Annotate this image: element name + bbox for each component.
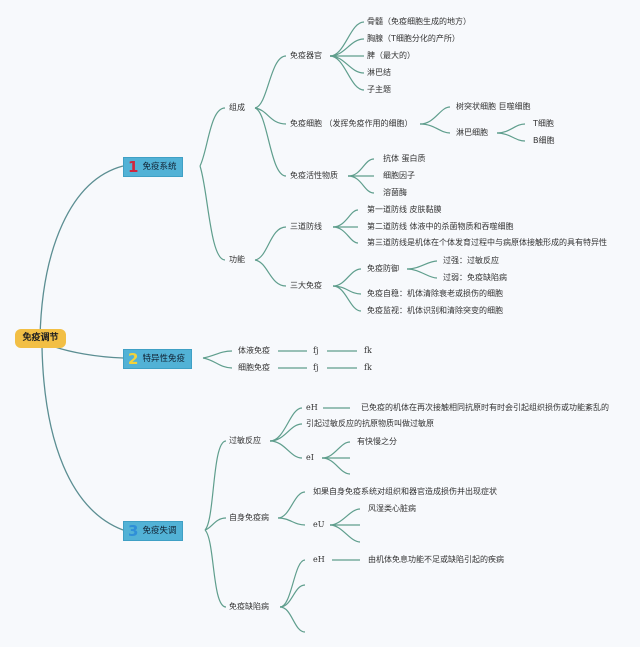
node-immune-surveillance[interactable]: 免疫监视：机体识别和清除突变的细胞: [367, 306, 503, 315]
link-b3-allergy: [204, 440, 227, 531]
node-immune-homeostasis[interactable]: 免疫自稳：机体清除衰老或损伤的细胞: [367, 289, 503, 298]
branch-number: 3: [128, 522, 139, 540]
node-organ-item[interactable]: 胸腺（T细胞分化的产所）: [367, 34, 460, 43]
link-root-b1: [39, 165, 124, 339]
node-placeholder[interactable]: eH: [306, 403, 318, 412]
link-root-b3: [41, 346, 124, 531]
node-humoral[interactable]: 体液免疫: [238, 346, 270, 355]
node-defense-item[interactable]: 过强：过敏反应: [443, 256, 499, 265]
node-placeholder[interactable]: fk: [364, 363, 372, 372]
node-t-cell[interactable]: T细胞: [533, 119, 554, 128]
link-comp-subst: [254, 107, 287, 177]
link-comp-cells: [254, 107, 287, 125]
node-three-immunity[interactable]: 三大免疫: [290, 281, 322, 290]
node-autoimmune[interactable]: 自身免疫病: [229, 513, 269, 522]
node-allergy-definition[interactable]: 已免疫的机体在再次接触相同抗原时有时会引起组织损伤或功能紊乱的: [361, 403, 609, 412]
node-placeholder[interactable]: fk: [364, 346, 372, 355]
node-defense-item[interactable]: 过弱：免疫缺陷病: [443, 273, 507, 282]
node-allergy-speed[interactable]: 有快慢之分: [357, 437, 397, 446]
node-rheumatic-heart[interactable]: 风湿类心脏病: [368, 504, 416, 513]
node-cellular[interactable]: 细胞免疫: [238, 363, 270, 372]
node-defense-lines[interactable]: 三道防线: [290, 222, 322, 231]
node-composition[interactable]: 组成: [229, 103, 245, 112]
link-root-b2: [54, 346, 124, 359]
branch-immune-system[interactable]: 1 免疫系统: [123, 157, 184, 177]
node-placeholder[interactable]: fj: [313, 346, 319, 355]
node-allergen[interactable]: 引起过敏反应的抗原物质叫做过敏原: [306, 419, 434, 428]
branch-number: 2: [128, 350, 139, 368]
branch-immune-disorder[interactable]: 3 免疫失调: [123, 521, 184, 541]
link-b2-cellular: [202, 357, 233, 369]
node-placeholder[interactable]: eU: [313, 520, 325, 529]
branch-number: 1: [128, 158, 139, 176]
branch-label: 免疫系统: [142, 162, 177, 172]
node-placeholder[interactable]: eH: [313, 555, 325, 564]
node-cell-item[interactable]: 树突状细胞 巨噬细胞: [456, 102, 531, 111]
node-placeholder[interactable]: eI: [306, 453, 314, 462]
node-immune-defense[interactable]: 免疫防御: [367, 264, 399, 273]
branch-specific-immunity[interactable]: 2 特异性免疫: [123, 349, 192, 369]
node-cells[interactable]: 免疫细胞 （发挥免疫作用的细胞）: [290, 119, 413, 128]
node-placeholder[interactable]: fj: [313, 363, 319, 372]
node-substance-item[interactable]: 细胞因子: [383, 171, 415, 180]
node-line-item[interactable]: 第三道防线是机体在个体发育过程中与病原体接触形成的具有特异性: [367, 238, 607, 247]
node-organ-item[interactable]: 脾（最大的）: [367, 51, 415, 60]
node-b-cell[interactable]: B细胞: [533, 136, 555, 145]
node-organ-item[interactable]: 骨髓（免疫细胞生成的地方）: [367, 17, 471, 26]
node-function[interactable]: 功能: [229, 255, 245, 264]
node-deficiency-definition[interactable]: 由机体免息功能不足或缺陷引起的疾病: [368, 555, 504, 564]
node-allergy[interactable]: 过敏反应: [229, 436, 261, 445]
node-organ-item[interactable]: 子主题: [367, 85, 391, 94]
node-substance-item[interactable]: 抗体 蛋白质: [383, 154, 426, 163]
node-substances[interactable]: 免疫活性物质: [290, 171, 338, 180]
link-b3-def: [204, 529, 227, 608]
link-b1-function: [199, 165, 226, 261]
node-immunodeficiency[interactable]: 免疫缺陷病: [229, 602, 269, 611]
node-lymphocyte[interactable]: 淋巴细胞: [456, 128, 488, 137]
branch-label: 免疫失调: [142, 526, 177, 536]
link-b3-auto: [204, 517, 227, 531]
link-comp-organs: [254, 55, 287, 109]
root-node[interactable]: 免疫调节: [15, 329, 66, 348]
node-organ-item[interactable]: 淋巴结: [367, 68, 391, 77]
link-b2-humoral: [202, 350, 233, 359]
node-autoimmune-definition[interactable]: 如果自身免疫系统对组织和器官造成损伤并出现症状: [313, 487, 497, 496]
node-line-item[interactable]: 第一道防线 皮肤黏膜: [367, 205, 442, 214]
node-line-item[interactable]: 第二道防线 体液中的杀菌物质和吞噬细胞: [367, 222, 514, 231]
branch-label: 特异性免疫: [142, 354, 185, 364]
node-organs[interactable]: 免疫器官: [290, 51, 322, 60]
link-b1-composition: [199, 107, 226, 167]
node-substance-item[interactable]: 溶菌酶: [383, 188, 407, 197]
